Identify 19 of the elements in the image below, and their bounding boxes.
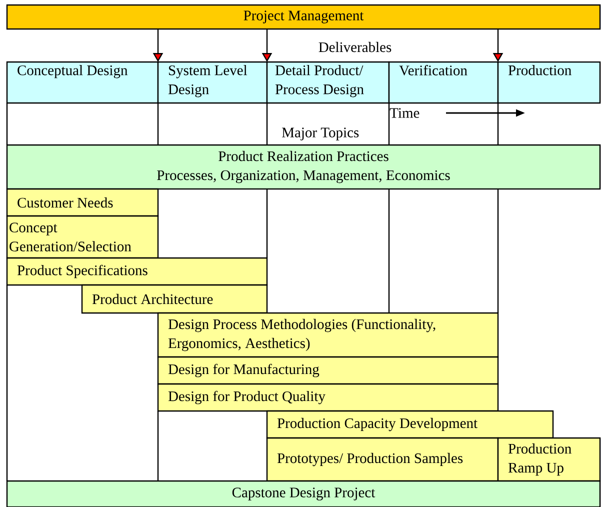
topic-bar: Design for Manufacturing bbox=[157, 356, 499, 385]
phase-box: Detail Product/ Process Design bbox=[266, 61, 390, 104]
topic-bar: Production Capacity Development bbox=[266, 410, 554, 439]
topic-bar: Design for Product Quality bbox=[157, 383, 499, 412]
topic-bar: Production Ramp Up bbox=[497, 437, 601, 482]
topic-bar: Concept Generation/Selection bbox=[6, 215, 159, 259]
text-label: Time bbox=[390, 108, 420, 118]
topic-bar: Product Architecture bbox=[81, 284, 268, 314]
topic-bar: Customer Needs bbox=[6, 188, 159, 217]
topic-bar: Product Specifications bbox=[6, 257, 268, 286]
phase-box: Production bbox=[497, 61, 601, 104]
text-label: Deliverables bbox=[318, 42, 392, 52]
phase-box: System Level Design bbox=[157, 61, 268, 104]
phase-box: Conceptual Design bbox=[6, 61, 159, 104]
title-bar: Project Management bbox=[6, 4, 601, 30]
text-label: Major Topics bbox=[282, 128, 359, 140]
phase-box: Verification bbox=[388, 61, 499, 104]
project-band: Capstone Design Project bbox=[6, 480, 601, 507]
practices-band: Product Realization Practices Processes, Organization, Management, Economics bbox=[6, 144, 601, 190]
